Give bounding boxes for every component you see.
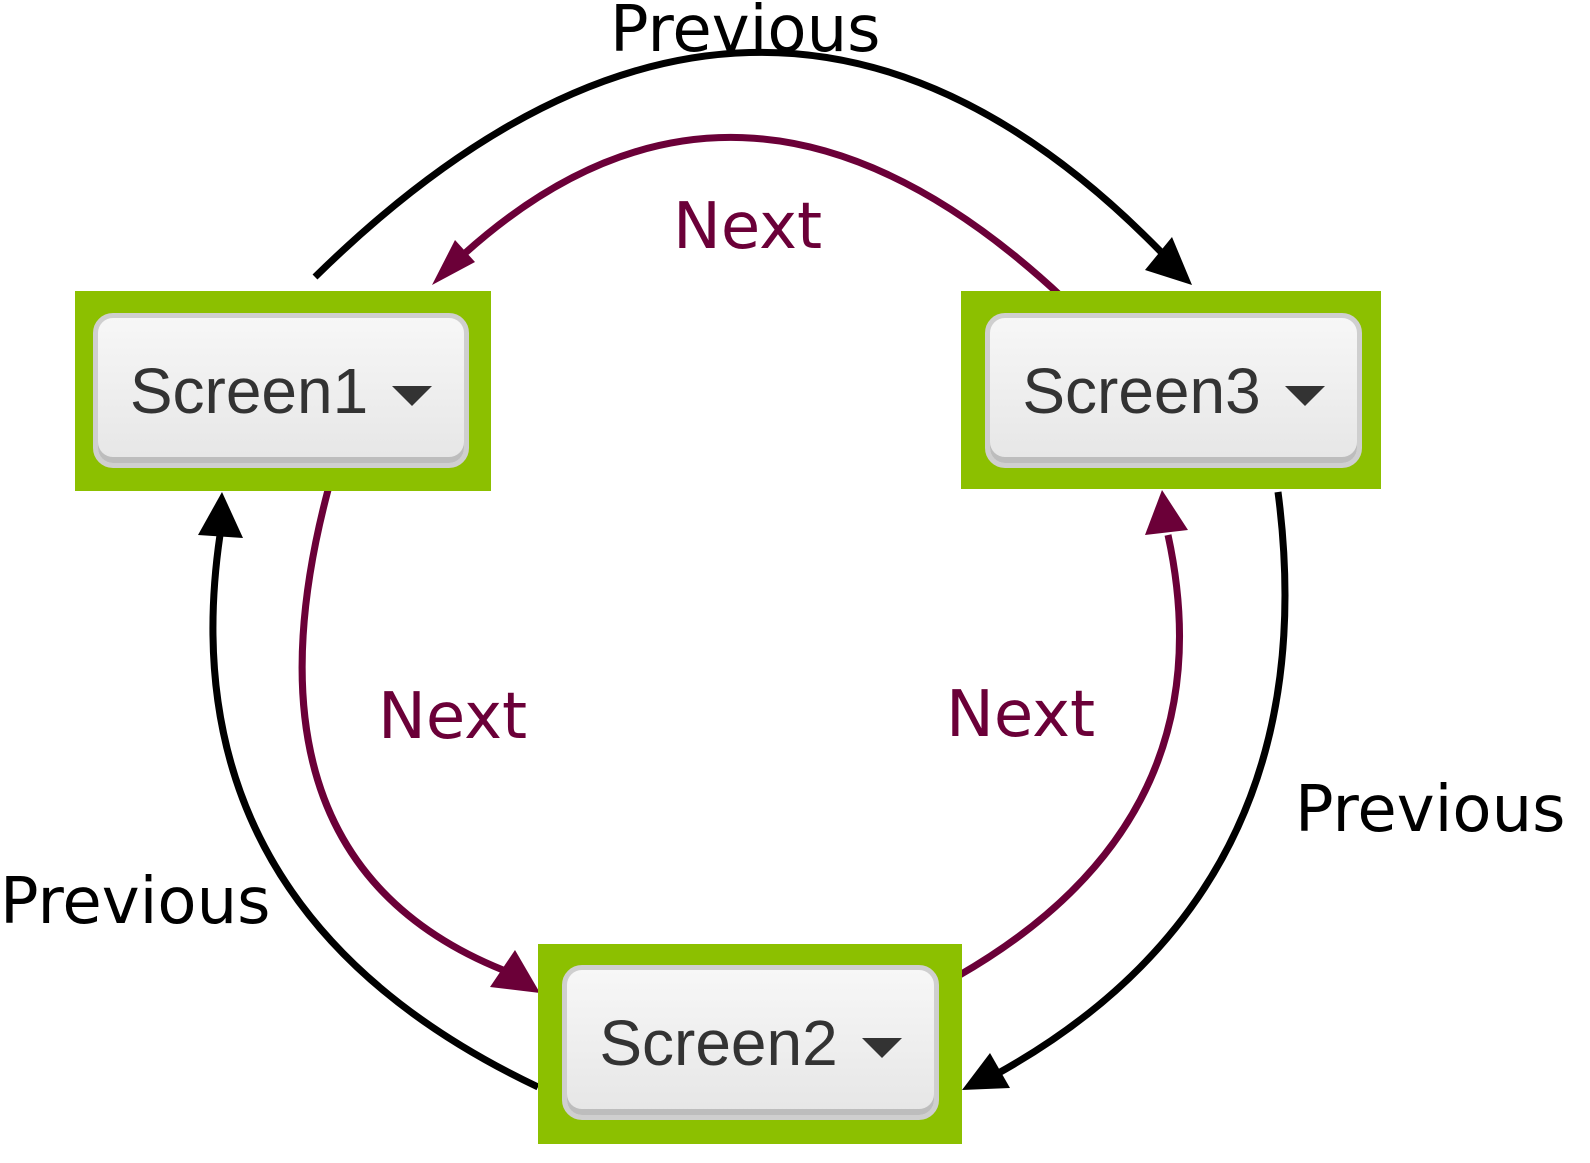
arrowhead-right-next [1145,490,1188,535]
arrow-right-previous [993,491,1289,1079]
caret-down-icon [861,1037,902,1058]
arrowhead-right-previous [962,1053,1010,1090]
label-right-next: Next [946,678,1096,752]
screen1-label: Screen1 [129,354,369,427]
screen3-label: Screen3 [1022,354,1261,427]
label-top-previous: Previous [610,0,881,67]
label-top-next: Next [673,190,823,264]
screen1-dropdown-button[interactable]: Screen1 [93,313,469,468]
arrow-right-next [956,534,1183,980]
arrowhead-top-previous [1145,237,1192,285]
arrow-left-previous [209,534,540,1091]
screen3-dropdown-button[interactable]: Screen3 [985,313,1362,468]
arrow-top-next [460,133,1066,301]
label-right-previous: Previous [1295,773,1566,847]
screen2-label: Screen2 [599,1006,838,1079]
label-left-previous: Previous [0,865,271,939]
arrowhead-left-previous [198,492,243,538]
caret-down-icon [1284,385,1325,406]
arrow-left-next [298,489,505,974]
screen2-dropdown-button[interactable]: Screen2 [562,965,939,1120]
label-left-next: Next [378,680,528,754]
arrow-top-previous [312,48,1165,280]
caret-down-icon [392,385,433,406]
arrowhead-top-next [432,240,475,285]
arrowhead-left-next [490,950,540,993]
